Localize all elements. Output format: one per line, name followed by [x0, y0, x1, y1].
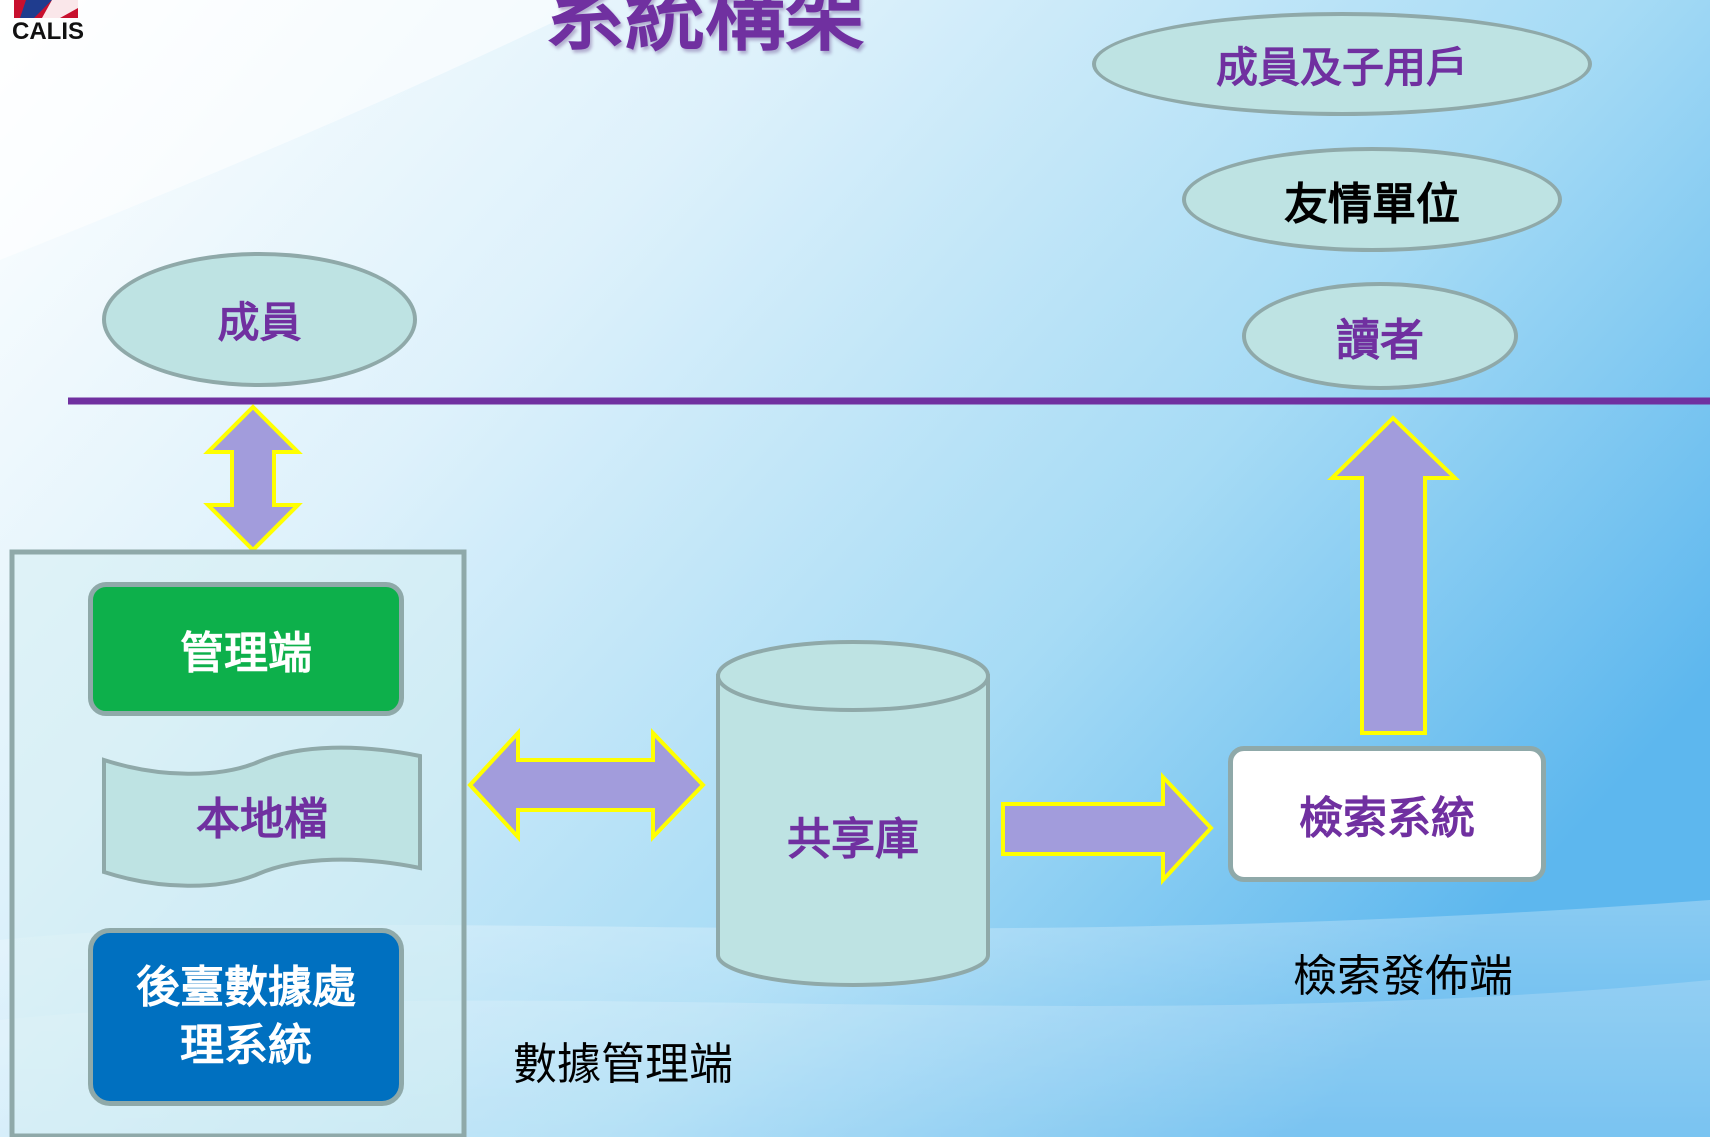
ellipse-member-sub: [1092, 12, 1592, 116]
search-system-label: 檢索系統: [1299, 793, 1475, 844]
shared-db-label: 共享庫: [787, 814, 919, 865]
admin-box: [88, 582, 404, 716]
arrow-right: [1001, 771, 1214, 886]
ellipse-reader: [1242, 282, 1518, 390]
backend-box: [88, 928, 404, 1106]
admin-label: 管理端: [180, 628, 312, 679]
backend-label: 後臺數據處 理系統: [88, 928, 404, 1106]
ellipse-friendly: [1182, 147, 1562, 252]
local-file-shape: [102, 745, 422, 888]
member-label: 成員: [217, 298, 302, 347]
calis-logo-mark: [14, 0, 78, 18]
double-arrow-vertical: [203, 404, 303, 553]
local-file-label: 本地檔: [196, 794, 328, 845]
search-system-box: [1228, 746, 1546, 882]
data-management-caption: 數據管理端: [513, 1039, 733, 1090]
logo-text: CALIS: [12, 18, 84, 45]
page-title: 系統構架: [545, 0, 865, 62]
calis-logo: CALIS: [12, 0, 96, 52]
backend-label-line2: 理系統: [180, 1020, 312, 1071]
member-sub-label: 成員及子用戶: [1215, 42, 1468, 92]
arrow-up: [1327, 415, 1460, 735]
double-arrow-horizontal: [467, 727, 706, 843]
reader-label: 讀者: [1336, 315, 1424, 366]
friendly-label: 友情單位: [1284, 178, 1460, 230]
ellipse-member: [102, 252, 417, 387]
backend-label-line1: 後臺數據處: [136, 962, 356, 1013]
search-publish-caption: 檢索發佈端: [1293, 951, 1513, 1002]
shared-db-cylinder: [716, 640, 990, 987]
